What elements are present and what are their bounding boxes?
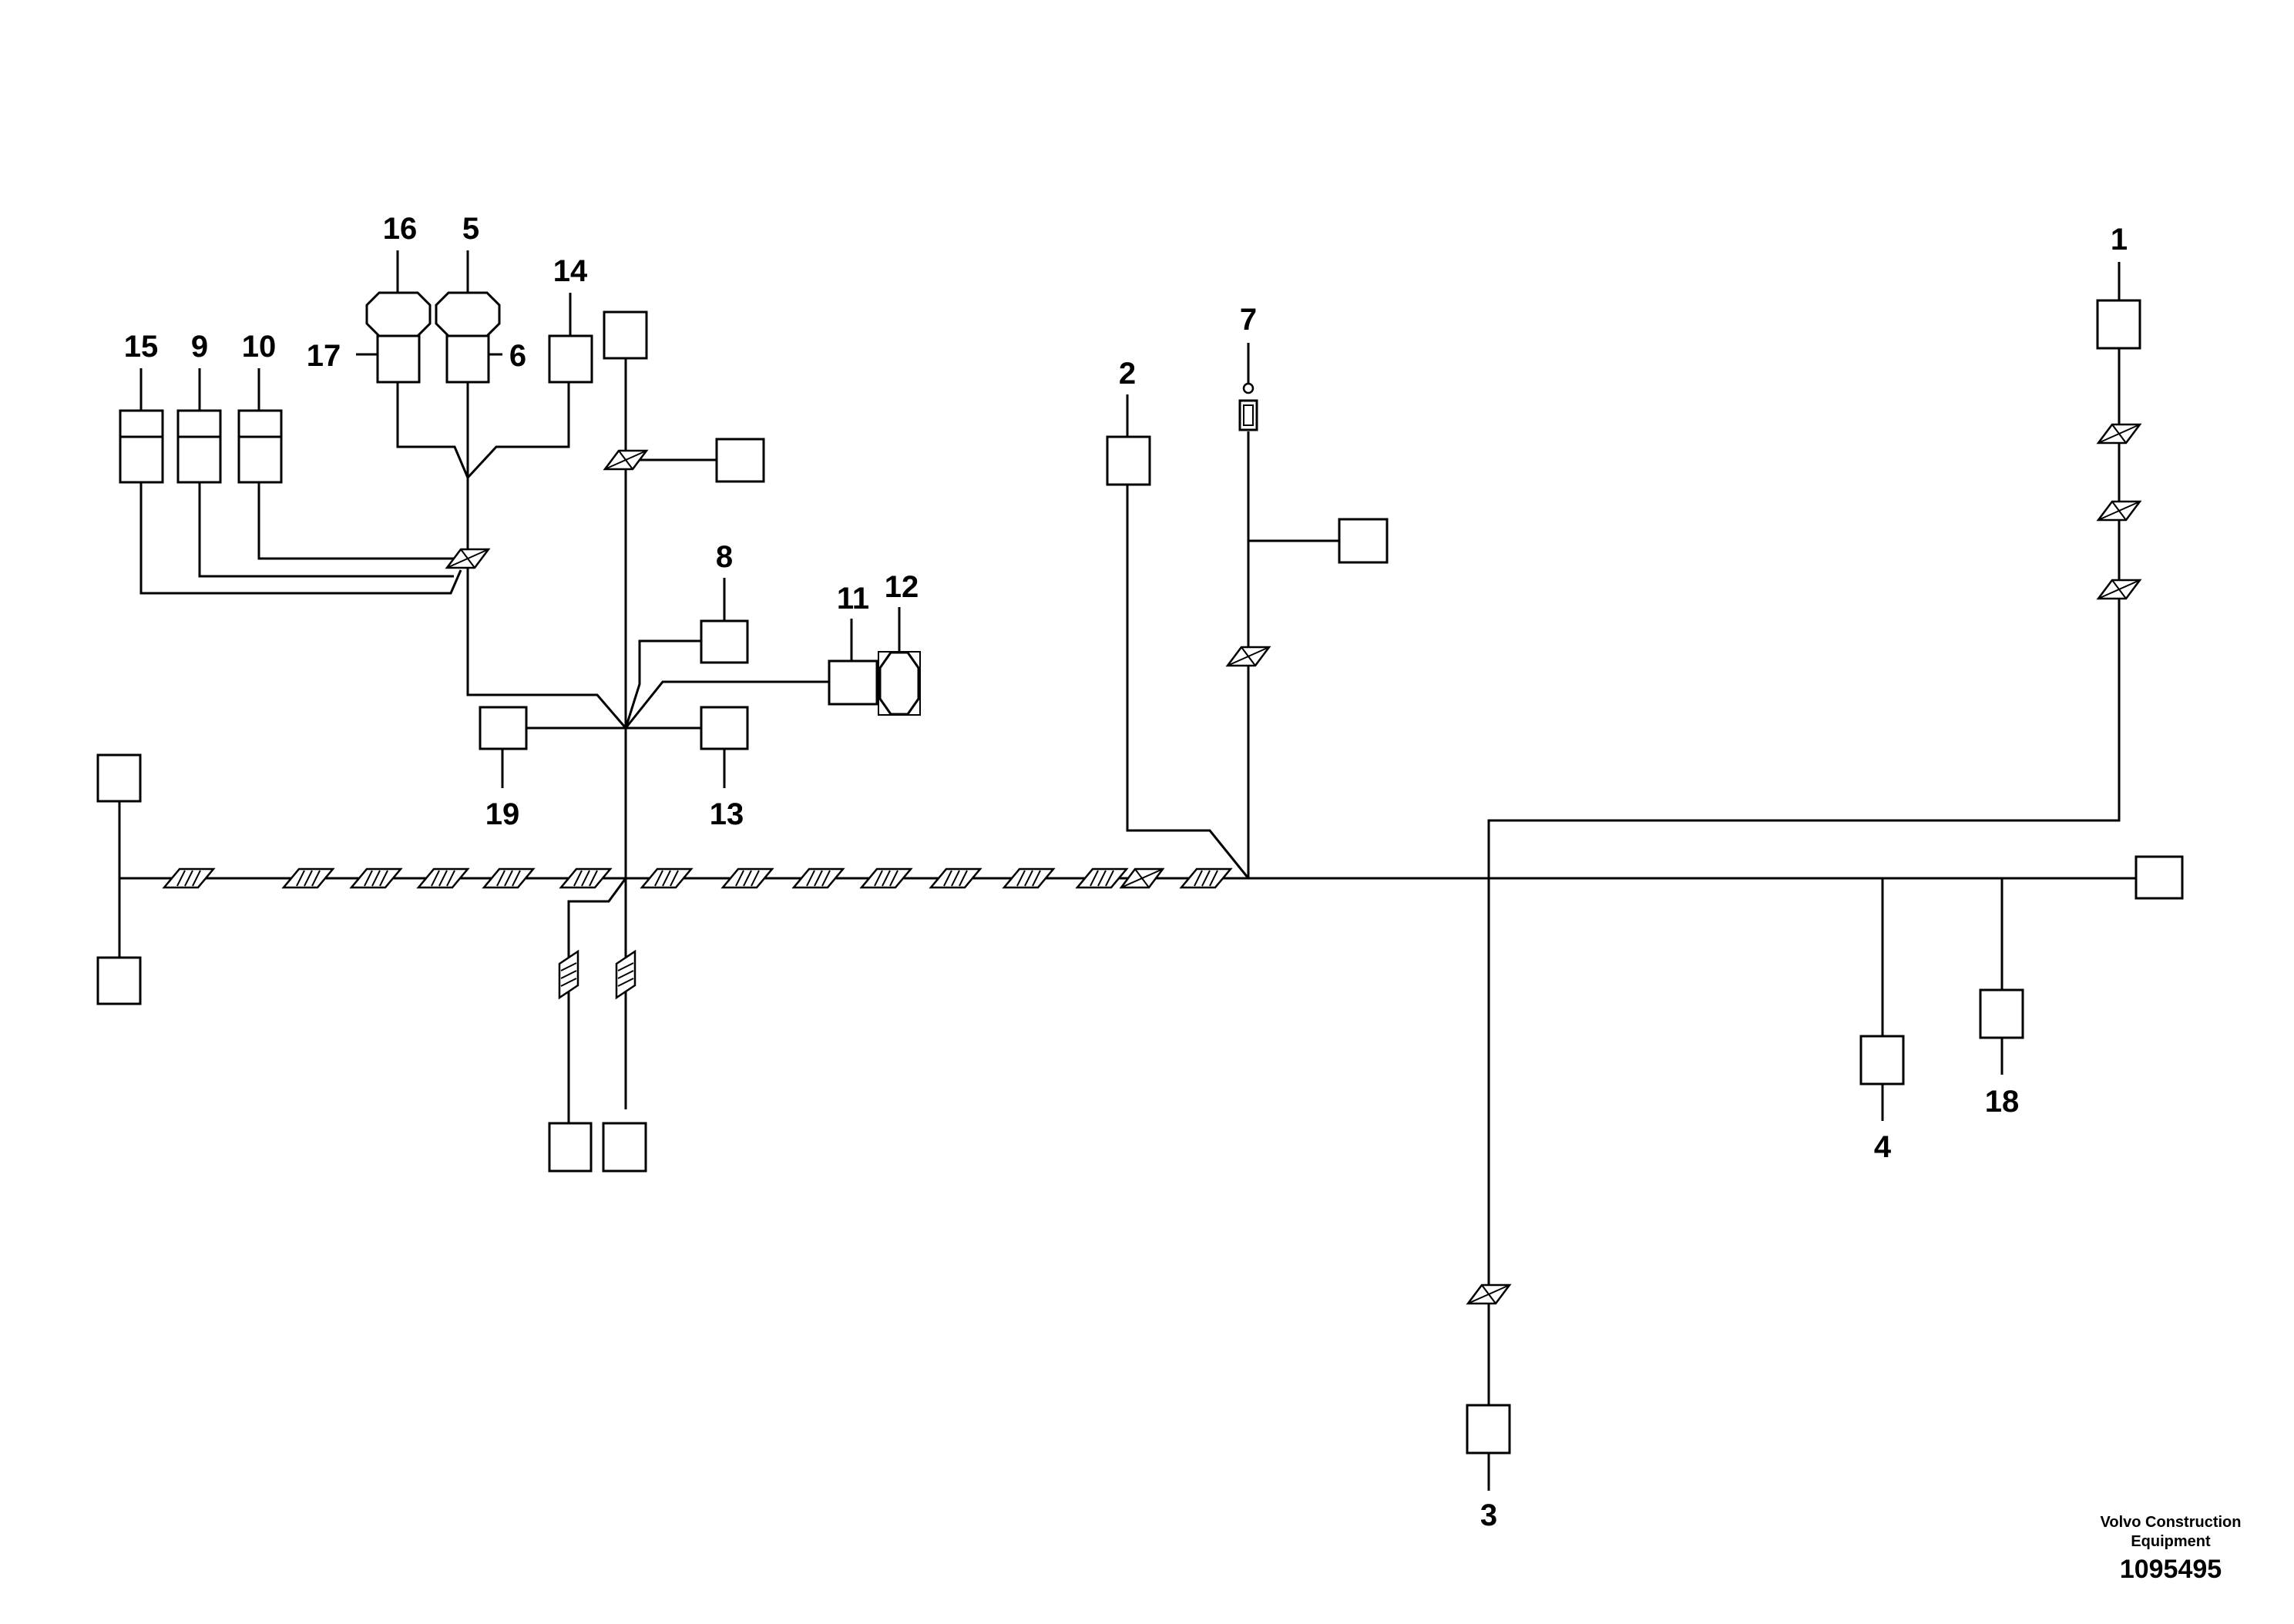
drawing-footer: Volvo Construction Equipment 1095495 [2101, 1514, 2242, 1584]
octagon-sensors [365, 291, 921, 716]
callout-19: 19 [485, 797, 520, 831]
connector-6 [445, 334, 490, 384]
callout-4: 4 [1874, 1130, 1892, 1164]
callout-9: 9 [191, 330, 208, 364]
callout-11: 11 [837, 582, 869, 616]
inline-connector [281, 867, 335, 889]
connector-8 [700, 619, 749, 664]
fuse-7 [1238, 382, 1258, 431]
splice-point [1119, 867, 1165, 889]
callout-numbers: 1 2 3 4 5 6 7 8 9 10 11 12 13 14 15 16 1… [124, 212, 2128, 1532]
callout-15: 15 [124, 330, 159, 364]
sensor-12 [878, 651, 920, 716]
callout-14: 14 [553, 254, 588, 288]
inline-connector [1179, 867, 1233, 889]
connector-17 [376, 334, 421, 384]
splice-point [445, 548, 491, 569]
inline-connector [791, 867, 845, 889]
connector-right-end [2134, 855, 2184, 900]
splice-points [445, 423, 2142, 1305]
connector-14 [548, 334, 593, 384]
connector-top-center [603, 310, 648, 360]
callout-2: 2 [1119, 357, 1136, 391]
splice-point [1225, 646, 1271, 667]
connector-boxes [96, 299, 2184, 1455]
connector-19 [479, 706, 528, 750]
inline-connector [482, 867, 536, 889]
relay-15 [119, 409, 164, 484]
connector-13 [700, 706, 749, 750]
callout-16: 16 [383, 212, 418, 246]
connector-7-branch [1338, 518, 1389, 564]
callout-7: 7 [1240, 303, 1257, 337]
inline-connector [720, 867, 774, 889]
inline-connector [859, 867, 913, 889]
inline-connector [349, 867, 403, 889]
publisher-name-line1: Volvo Construction [2101, 1514, 2242, 1531]
splice-point [2096, 423, 2142, 445]
connector-18 [1979, 988, 2024, 1039]
callout-6: 6 [509, 339, 526, 373]
callout-leaders [139, 250, 2121, 1491]
connector-11 [828, 659, 878, 706]
inline-connector [640, 867, 694, 889]
connector-bottom-left-2 [602, 1122, 647, 1173]
connector-bottom-left-1 [548, 1122, 593, 1173]
connector-1 [2096, 299, 2141, 350]
connector-left-top [96, 753, 142, 803]
callout-12: 12 [885, 570, 919, 604]
inline-connector-vertical [615, 949, 636, 1000]
inline-connector [1002, 867, 1056, 889]
callout-1: 1 [2111, 223, 2128, 257]
callout-10: 10 [242, 330, 277, 364]
connector-3 [1466, 1404, 1511, 1455]
inline-connectors [162, 867, 1233, 1000]
callout-3: 3 [1480, 1498, 1497, 1532]
inline-connector [1075, 867, 1129, 889]
publisher-name-line2: Equipment [2131, 1533, 2211, 1550]
callout-5: 5 [462, 212, 479, 246]
relays [119, 409, 283, 484]
connector-2 [1106, 435, 1151, 486]
drawing-part-number: 1095495 [2120, 1555, 2222, 1584]
connector-left-bottom [96, 956, 142, 1005]
callout-8: 8 [716, 540, 733, 574]
sensor-5 [435, 291, 501, 337]
relay-9 [176, 409, 222, 484]
splice-point [2096, 500, 2142, 522]
connector-4 [1859, 1035, 1905, 1085]
inline-connector [929, 867, 982, 889]
splice-point [2096, 579, 2142, 600]
splice-point [1466, 1283, 1512, 1305]
inline-connector [416, 867, 470, 889]
inline-connector [559, 867, 613, 889]
callout-13: 13 [710, 797, 744, 831]
sensor-16 [365, 291, 432, 337]
callout-18: 18 [1985, 1085, 2020, 1119]
connector-center-right [715, 438, 765, 483]
inline-connector [162, 867, 216, 889]
splice-point [603, 449, 649, 471]
inline-connector-vertical [558, 949, 579, 1000]
relay-10 [237, 409, 283, 484]
callout-17: 17 [307, 339, 341, 373]
